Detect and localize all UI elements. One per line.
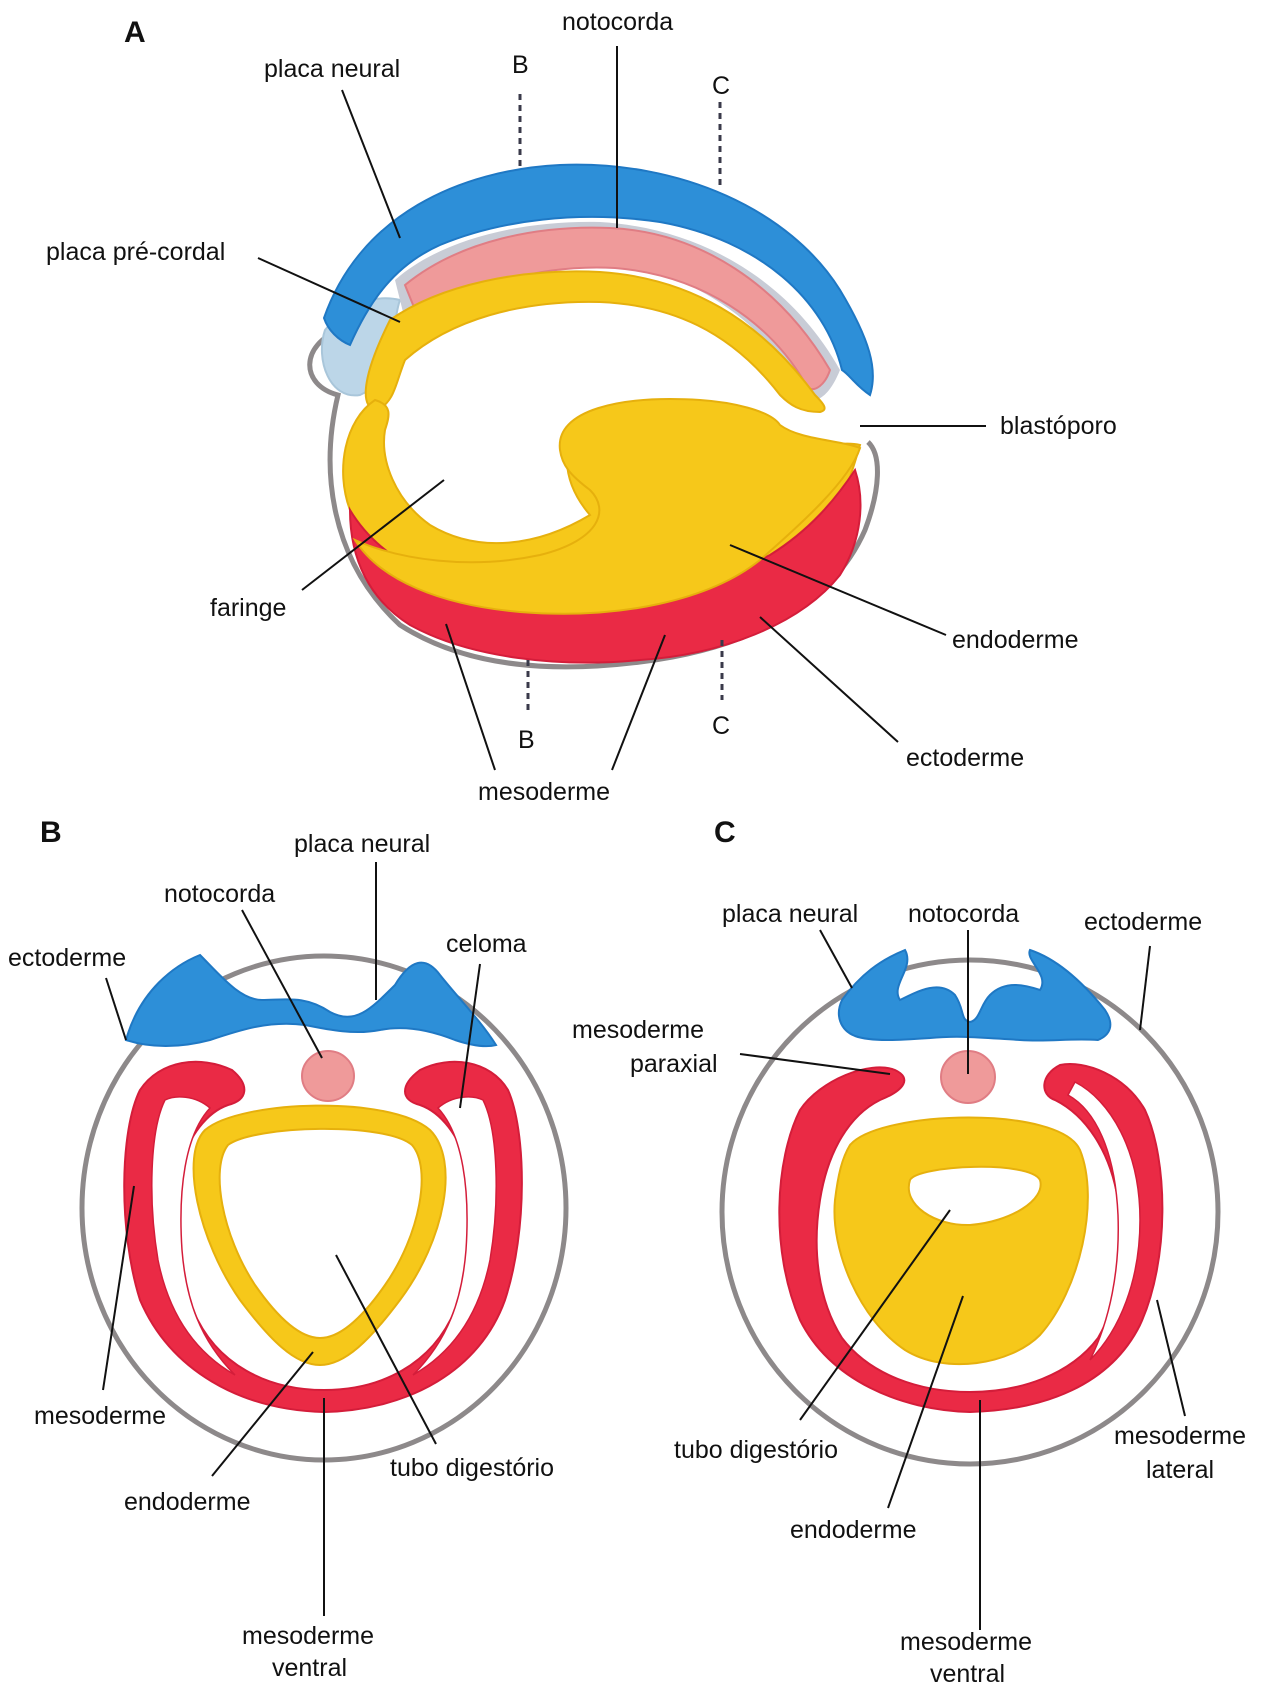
panel-a-label-section-b-top: B <box>512 51 529 79</box>
panel-a-label-ectoderme: ectoderme <box>906 744 1024 772</box>
panel-a-label-placa-neural: placa neural <box>264 55 400 83</box>
panel-a: A notocorda placa <box>46 8 1117 806</box>
panel-b: B placa neural notocorda celoma ectoderm… <box>8 816 566 1682</box>
panel-c-label-mesoderme-lateral-1: mesoderme <box>1114 1422 1246 1450</box>
panel-b-label-ectoderme: ectoderme <box>8 944 126 972</box>
panel-b-letter: B <box>40 816 62 849</box>
panel-c-label-mesoderme-paraxial-1: mesoderme <box>572 1016 704 1044</box>
panel-c-label-ectoderme: ectoderme <box>1084 908 1202 936</box>
panel-c-leader-ectoderme <box>1140 946 1150 1030</box>
panel-a-label-notocorda: notocorda <box>562 8 673 36</box>
panel-c-label-mesoderme-ventral-2: ventral <box>930 1660 1005 1686</box>
panel-c-letter: C <box>714 816 736 849</box>
panel-b-label-mesoderme: mesoderme <box>34 1402 166 1430</box>
panel-a-leader-ectoderme <box>760 617 898 742</box>
panel-c-label-placa-neural: placa neural <box>722 900 858 928</box>
panel-a-label-section-b-bottom: B <box>518 726 535 754</box>
panel-b-label-placa-neural: placa neural <box>294 830 430 858</box>
panel-b-label-endoderme: endoderme <box>124 1488 250 1516</box>
panel-a-label-mesoderme: mesoderme <box>478 778 610 806</box>
panel-b-label-mesoderme-ventral-2: ventral <box>272 1654 347 1682</box>
panel-b-label-celoma: celoma <box>446 930 527 958</box>
panel-b-label-mesoderme-ventral-1: mesoderme <box>242 1622 374 1650</box>
panel-b-notochord <box>302 1051 354 1101</box>
panel-b-leader-ectoderme <box>106 978 126 1040</box>
panel-a-label-section-c-top: C <box>712 72 730 100</box>
panel-a-label-placa-pre-cordal: placa pré-cordal <box>46 238 225 266</box>
panel-c-label-tubo-digestorio: tubo digestório <box>674 1436 838 1464</box>
panel-c-label-notocorda: notocorda <box>908 900 1019 928</box>
panel-a-label-blastoporo: blastóporo <box>1000 412 1117 440</box>
panel-a-label-endoderme: endoderme <box>952 626 1078 654</box>
panel-c-label-mesoderme-ventral-1: mesoderme <box>900 1628 1032 1656</box>
panel-a-label-section-c-bottom: C <box>712 712 730 740</box>
panel-b-label-notocorda: notocorda <box>164 880 275 908</box>
panel-c-label-mesoderme-lateral-2: lateral <box>1146 1456 1214 1484</box>
panel-c-leader-placa-neural <box>820 930 852 988</box>
panel-c: C placa neural notocorda ectoderme mesod… <box>572 816 1246 1686</box>
panel-a-leader-placa-neural <box>342 90 400 238</box>
panel-a-letter: A <box>124 16 146 49</box>
panel-a-label-faringe: faringe <box>210 594 286 622</box>
panel-c-label-endoderme: endoderme <box>790 1516 916 1544</box>
panel-c-label-mesoderme-paraxial-2: paraxial <box>630 1050 718 1078</box>
panel-b-label-tubo-digestorio: tubo digestório <box>390 1454 554 1482</box>
